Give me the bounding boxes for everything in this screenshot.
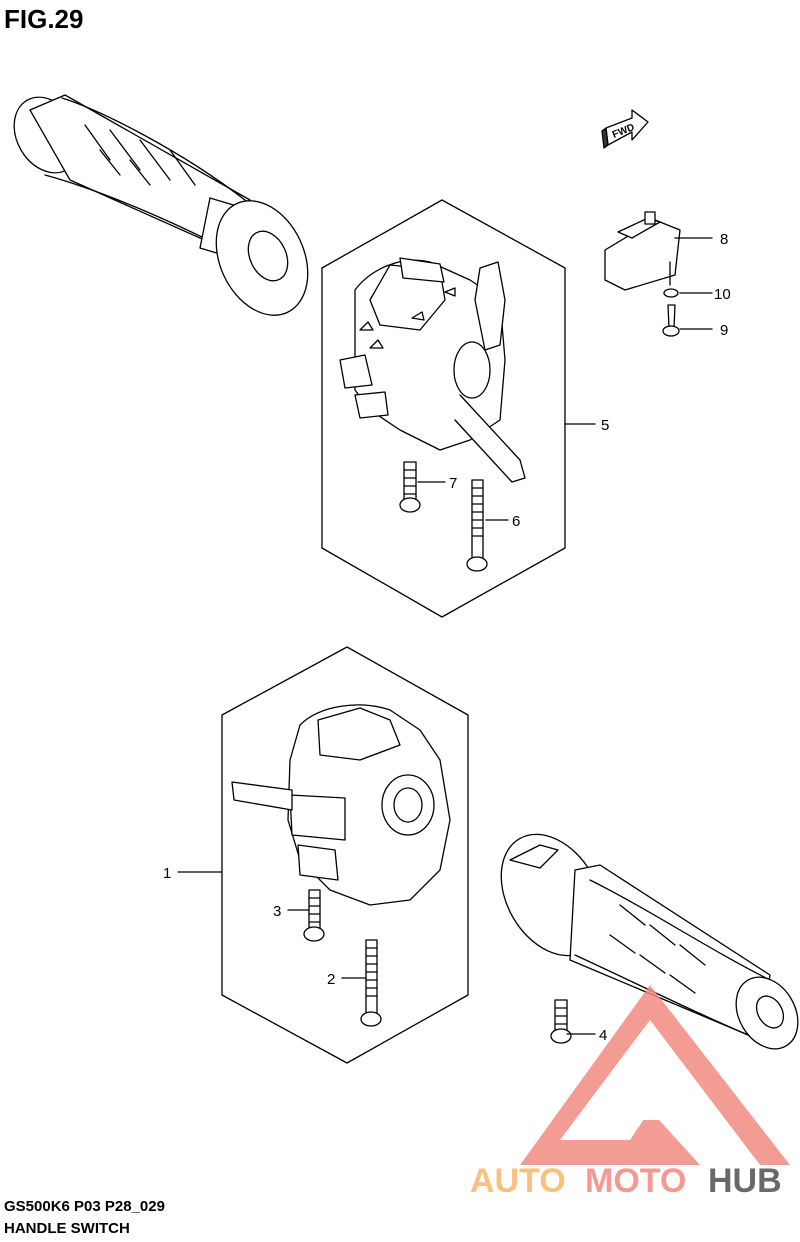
part-5-box bbox=[321, 199, 566, 618]
callout-8: 8 bbox=[720, 231, 728, 248]
part-1-box bbox=[221, 646, 469, 1064]
screw-4 bbox=[550, 999, 572, 1044]
callout-2: 2 bbox=[327, 971, 335, 988]
screw-2 bbox=[360, 939, 382, 1027]
watermark-auto: AUTO bbox=[470, 1162, 566, 1200]
callout-9: 9 bbox=[720, 322, 728, 339]
footer-code: GS500K6 P03 P28_029 bbox=[4, 1198, 165, 1215]
callout-7: 7 bbox=[449, 475, 457, 492]
right-switch-housing bbox=[339, 257, 526, 483]
washer-10 bbox=[663, 288, 679, 298]
screw-9 bbox=[662, 304, 680, 337]
screw-3 bbox=[303, 889, 325, 942]
callout-6: 6 bbox=[512, 513, 520, 530]
left-grip bbox=[13, 94, 309, 316]
callout-1: 1 bbox=[163, 865, 171, 882]
watermark-hub: HUB bbox=[708, 1162, 782, 1200]
screw-7 bbox=[399, 461, 421, 513]
watermark-logo: AUTO MOTO HUB bbox=[470, 985, 790, 1200]
screw-6 bbox=[466, 479, 488, 572]
part-8-switch bbox=[604, 211, 681, 291]
fwd-arrow bbox=[601, 109, 649, 149]
watermark-moto: MOTO bbox=[585, 1162, 686, 1200]
figure-title: FIG.29 bbox=[4, 4, 84, 34]
throttle-grip bbox=[500, 833, 799, 1050]
callout-10: 10 bbox=[714, 286, 731, 303]
callout-4: 4 bbox=[599, 1027, 607, 1044]
left-switch-housing bbox=[231, 704, 451, 906]
callout-3: 3 bbox=[273, 903, 281, 920]
leader-lines bbox=[177, 237, 713, 1035]
footer-name: HANDLE SWITCH bbox=[4, 1220, 130, 1237]
callout-5: 5 bbox=[601, 417, 609, 434]
